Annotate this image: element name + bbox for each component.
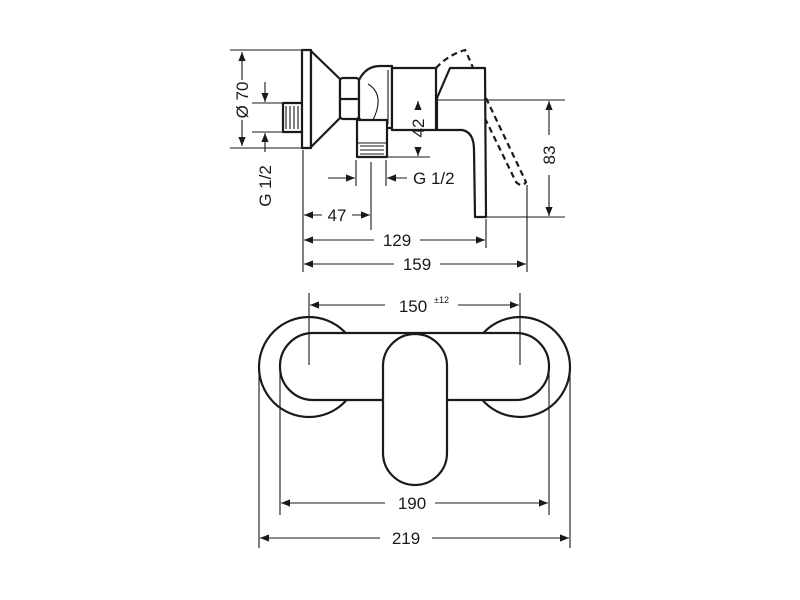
dim-129: 129 xyxy=(383,231,411,250)
cartridge-housing xyxy=(390,66,438,132)
dim-219: 219 xyxy=(392,529,420,548)
dim-83: 83 xyxy=(540,146,559,165)
wall-plate xyxy=(300,48,313,150)
dim-thread-left: G 1/2 xyxy=(256,165,275,207)
lever-handle xyxy=(435,66,488,219)
dim-thread-bottom: G 1/2 xyxy=(413,169,455,188)
dim-42: 42 xyxy=(409,119,428,138)
dim-47: 47 xyxy=(328,206,347,225)
flange-cone xyxy=(309,49,342,149)
side-view: Ø 70 G 1/2 42 83 G 1/2 47 129 159 xyxy=(230,50,565,274)
inlet-thread xyxy=(281,101,304,134)
dim-150: 150 xyxy=(399,297,427,316)
lever-front xyxy=(381,332,449,487)
outlet-connector xyxy=(355,118,389,159)
front-view: 150 ±12 190 219 xyxy=(257,293,572,548)
lever-alternate-position xyxy=(435,48,528,187)
dim-150-tolerance: ±12 xyxy=(434,295,449,305)
dim-190: 190 xyxy=(398,494,426,513)
dim-159: 159 xyxy=(403,255,431,274)
valve-body xyxy=(357,64,394,130)
dim-diameter-70: Ø 70 xyxy=(233,82,252,119)
